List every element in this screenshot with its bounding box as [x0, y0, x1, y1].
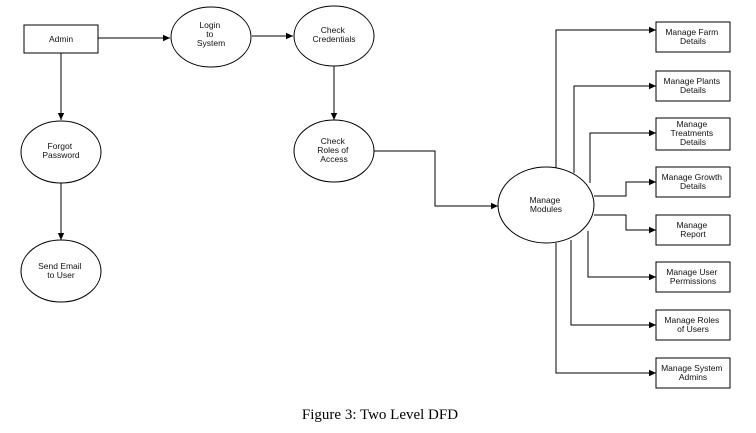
node-manage-treatments-box	[655, 117, 731, 151]
node-check-roles-line-2: Roles of	[317, 145, 349, 155]
node-check-roles: Check Roles of Access	[293, 119, 375, 183]
node-check-roles-label: Check Roles of Access	[317, 136, 351, 164]
node-forgot-password-line-1: Forgot	[48, 141, 73, 151]
node-login-line-1: Login	[199, 20, 220, 30]
node-manage-user-permissions-line-2: Permissions	[670, 276, 716, 286]
node-check-credentials-line-1: Check	[321, 25, 346, 35]
node-send-email-label: Send Email to User	[38, 261, 84, 280]
edge-modules-plants	[573, 82, 656, 173]
node-manage-report: Manage Report	[655, 214, 731, 246]
edge-modules-user-permissions	[587, 231, 656, 281]
node-manage-treatments-line-2: Treatments	[670, 128, 713, 138]
node-manage-roles-users-box	[655, 309, 731, 341]
node-manage-growth-line-2: Details	[680, 181, 706, 191]
node-admin: Admin	[23, 24, 99, 54]
node-manage-growth: Manage Growth Details	[655, 166, 731, 198]
node-manage-farm: Manage Farm Details	[655, 21, 731, 53]
node-manage-treatments-label: Manage Treatments Details	[670, 119, 715, 147]
node-check-roles-line-3: Access	[320, 154, 347, 164]
node-manage-system-admins-line-1: Manage System	[661, 363, 722, 373]
node-manage-treatments-line-3: Details	[680, 137, 706, 147]
node-forgot-password-label: Forgot Password	[42, 141, 80, 160]
node-manage-user-permissions-line-1: Manage User	[666, 267, 717, 277]
node-manage-treatments: Manage Treatments Details	[655, 117, 731, 151]
edge-modules-system-admins	[555, 243, 656, 377]
edge-modules-growth	[594, 178, 656, 197]
node-login-line-3: System	[197, 38, 225, 48]
node-manage-growth-line-1: Manage Growth	[662, 172, 723, 182]
node-manage-system-admins-label: Manage System Admins	[661, 363, 725, 382]
edge-check-roles-manage-modules	[374, 150, 498, 210]
node-send-email: Send Email to User	[20, 239, 102, 303]
node-manage-plants-label: Manage Plants Details	[663, 76, 722, 95]
node-manage-roles-users-line-2: of Users	[677, 324, 709, 334]
node-check-credentials-line-2: Credentials	[313, 34, 356, 44]
node-send-email-line-2: to User	[47, 270, 75, 280]
node-manage-system-admins: Manage System Admins	[655, 357, 731, 389]
node-manage-growth-label: Manage Growth Details	[662, 172, 725, 191]
node-forgot-password: Forgot Password	[20, 120, 102, 184]
node-manage-user-permissions-label: Manage User Permissions	[666, 267, 719, 286]
node-manage-treatments-line-1: Manage	[676, 119, 707, 129]
node-manage-farm-label: Manage Farm Details	[665, 27, 720, 46]
node-manage-plants-line-1: Manage Plants	[663, 76, 720, 86]
node-manage-modules-ellipse	[497, 166, 595, 244]
node-forgot-password-line-2: Password	[42, 150, 80, 160]
node-login: Login to System	[170, 6, 252, 68]
node-manage-farm-line-2: Details	[680, 36, 706, 46]
node-manage-report-line-1: Manage	[676, 220, 707, 230]
node-manage-roles-users-label: Manage Roles of Users	[664, 315, 721, 334]
node-login-ellipse	[170, 6, 252, 68]
node-manage-report-line-2: Report	[680, 229, 706, 239]
node-manage-farm-line-1: Manage Farm	[665, 27, 718, 37]
node-manage-modules-label: Manage Modules	[529, 195, 562, 214]
figure-caption: Figure 3: Two Level DFD	[302, 407, 458, 423]
edge-modules-report	[594, 214, 656, 234]
node-manage-system-admins-box	[655, 357, 731, 389]
node-check-credentials: Check Credentials	[293, 5, 375, 67]
node-check-roles-line-1: Check	[321, 136, 346, 146]
node-forgot-password-ellipse	[20, 120, 102, 184]
node-manage-plants: Manage Plants Details	[655, 70, 731, 102]
node-manage-plants-line-2: Details	[680, 85, 706, 95]
node-send-email-ellipse	[20, 239, 102, 303]
node-manage-roles-users: Manage Roles of Users	[655, 309, 731, 341]
node-manage-report-label: Manage Report	[676, 220, 709, 239]
node-manage-user-permissions-box	[655, 261, 731, 293]
edge-modules-treatments	[589, 129, 656, 183]
node-manage-growth-box	[655, 166, 731, 198]
node-admin-label: Admin	[49, 34, 73, 44]
node-manage-farm-box	[655, 21, 731, 53]
node-manage-report-box	[655, 214, 731, 246]
node-admin-box	[23, 24, 99, 54]
edge-modules-roles-users	[570, 240, 656, 329]
node-manage-plants-box	[655, 70, 731, 102]
node-admin-line-1: Admin	[49, 34, 73, 44]
node-check-roles-ellipse	[293, 119, 375, 183]
edge-modules-farm	[555, 26, 656, 168]
node-manage-modules-line-1: Manage	[529, 195, 560, 205]
node-manage-user-permissions: Manage User Permissions	[655, 261, 731, 293]
edges	[57, 26, 656, 377]
node-check-credentials-ellipse	[293, 5, 375, 67]
node-manage-modules-line-2: Modules	[530, 204, 562, 214]
node-manage-system-admins-line-2: Admins	[679, 372, 707, 382]
node-manage-roles-users-line-1: Manage Roles	[664, 315, 719, 325]
node-login-line-2: to	[206, 29, 213, 39]
node-manage-modules: Manage Modules	[497, 166, 595, 244]
node-login-label: Login to System	[197, 20, 225, 48]
node-check-credentials-label: Check Credentials	[313, 25, 356, 44]
node-send-email-line-1: Send Email	[38, 261, 82, 271]
